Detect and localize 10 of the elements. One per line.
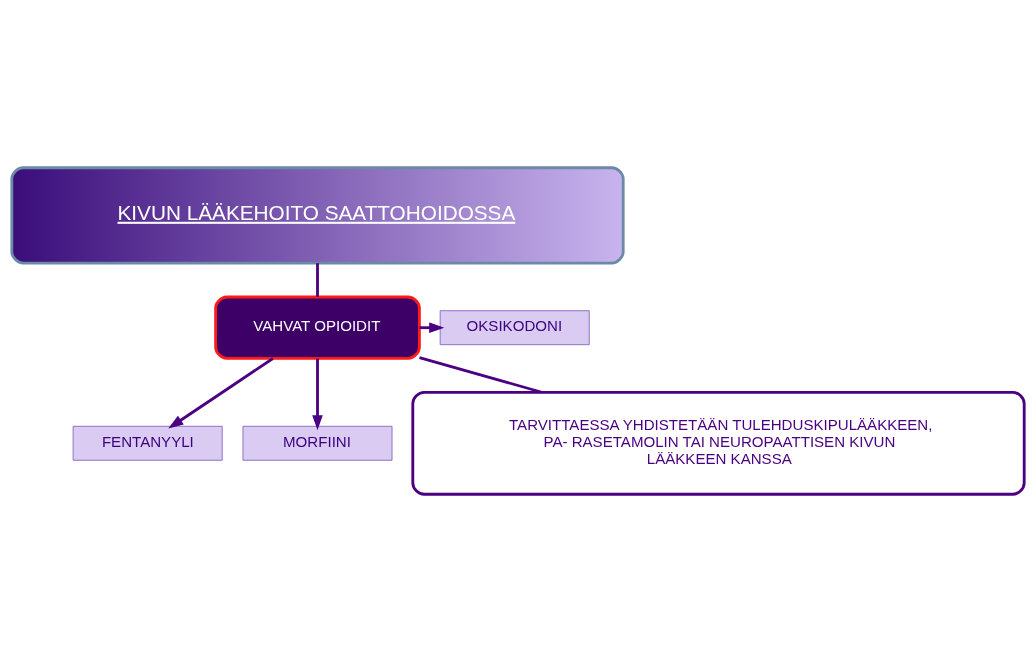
connector xyxy=(419,356,543,394)
node-box: MORFIINI xyxy=(242,425,393,461)
node-box: FENTANYYLI xyxy=(72,425,223,461)
arrow xyxy=(168,357,274,429)
node-box: TARVITTAESSA YHDISTETÄÄN TULEHDUSKIPULÄÄKKEEN, PA- RASETAMOLIN TAI NEUROPAATTISEN KIVUN LÄÄKKEEN KANSSA xyxy=(411,390,1026,496)
node-box: VAHVAT OPIOIDIT xyxy=(214,295,421,360)
arrow xyxy=(312,358,323,431)
node-box: KIVUN LÄÄKEHOITO SAATTOHOIDOSSA xyxy=(10,166,625,265)
connector xyxy=(316,263,319,297)
node-box: OKSIKODONI xyxy=(439,310,590,346)
